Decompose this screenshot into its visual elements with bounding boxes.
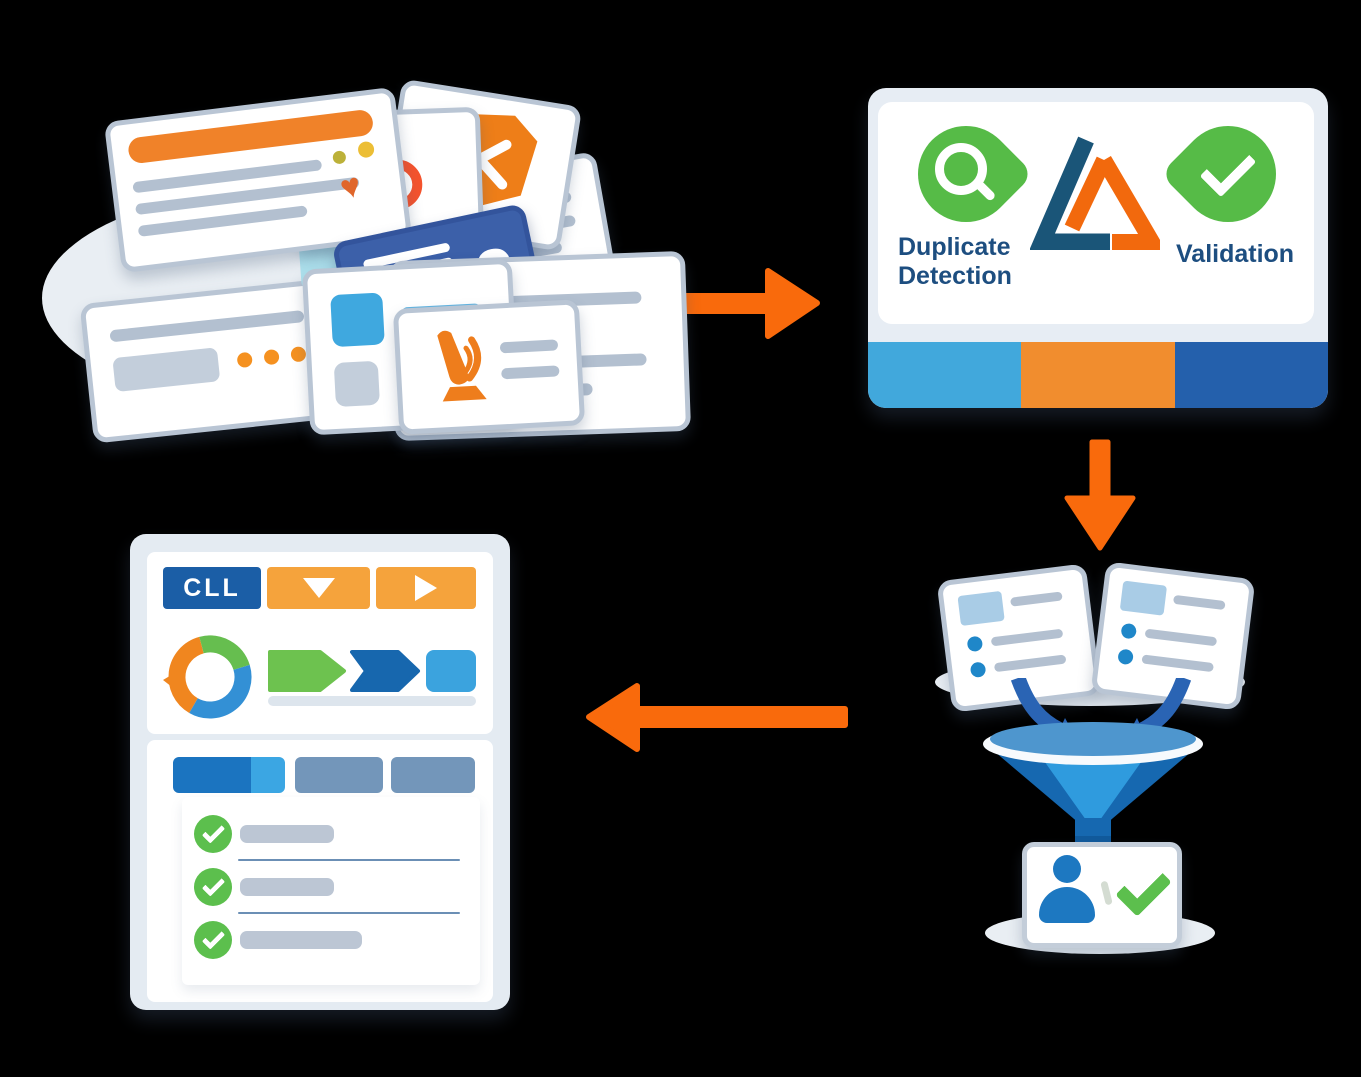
pipeline-step-blue bbox=[426, 650, 476, 692]
logo-text: CLL bbox=[183, 573, 241, 602]
check-icon bbox=[1180, 126, 1276, 222]
duplicate-detection-label: Duplicate Detection bbox=[898, 233, 1012, 290]
triangle-company-logo bbox=[1030, 136, 1160, 250]
row-separator bbox=[238, 912, 460, 914]
orange-dot bbox=[236, 351, 253, 369]
tab-active-dark bbox=[173, 757, 251, 793]
bullet-dot bbox=[969, 661, 987, 679]
tab-2 bbox=[295, 757, 383, 793]
check-icon bbox=[1115, 860, 1172, 917]
text-line bbox=[501, 365, 560, 380]
arrow-down-icon bbox=[1064, 439, 1136, 551]
photo-box bbox=[957, 590, 1005, 626]
text-line bbox=[109, 310, 305, 343]
bullet-dot bbox=[966, 635, 984, 653]
pipeline-step-green bbox=[268, 650, 346, 692]
sync-donut-chart bbox=[163, 635, 252, 719]
field-box bbox=[112, 347, 221, 393]
orange-dot bbox=[290, 346, 307, 363]
check-circle-icon bbox=[194, 815, 232, 853]
text-line bbox=[499, 339, 559, 354]
photo-box bbox=[1119, 580, 1168, 616]
text-line bbox=[1010, 591, 1063, 607]
check-circle-icon bbox=[194, 868, 232, 906]
check-circle-icon bbox=[194, 921, 232, 959]
bullet-dot bbox=[1117, 648, 1134, 666]
play-icon bbox=[415, 575, 437, 601]
checklist-item-bar bbox=[240, 878, 334, 896]
checklist-item-bar bbox=[240, 931, 362, 949]
check-leaf-badge bbox=[1160, 106, 1296, 242]
tab-active-light bbox=[251, 757, 285, 793]
color-strip bbox=[868, 342, 1328, 408]
orange-plant-logo-card bbox=[392, 299, 586, 435]
tab-active bbox=[173, 757, 285, 793]
person-body bbox=[1039, 887, 1095, 923]
blue-tile bbox=[330, 292, 385, 348]
plant-logo-icon bbox=[437, 330, 487, 402]
funnel-icon bbox=[983, 722, 1203, 844]
person-icon bbox=[1053, 855, 1081, 883]
merged-record-card bbox=[1022, 842, 1182, 948]
dropdown-chip bbox=[267, 567, 370, 609]
logo-chip: CLL bbox=[163, 567, 261, 609]
text-line bbox=[1172, 594, 1226, 611]
pipeline-shadow bbox=[268, 696, 476, 706]
validation-label: Validation bbox=[1176, 240, 1295, 268]
gray-tile bbox=[333, 360, 380, 408]
arrow-left-icon bbox=[586, 683, 848, 752]
text-line bbox=[990, 628, 1064, 647]
magnifier-icon bbox=[918, 126, 1014, 222]
orange-dot bbox=[263, 348, 280, 366]
strip-segment-light-blue bbox=[868, 342, 1022, 408]
strip-segment-orange bbox=[1021, 342, 1175, 408]
chevron-down-icon bbox=[302, 578, 335, 598]
play-chip bbox=[376, 567, 476, 609]
heart-icon: ♥ bbox=[335, 165, 366, 208]
pipeline-step-navy bbox=[350, 650, 420, 692]
olive-dot bbox=[332, 150, 347, 165]
checklist-item-bar bbox=[240, 825, 334, 843]
tick-mark bbox=[1100, 880, 1113, 906]
checklist-card bbox=[182, 797, 480, 985]
text-line bbox=[1141, 654, 1214, 673]
magnifier-leaf-badge bbox=[898, 106, 1034, 242]
tab-3 bbox=[391, 757, 475, 793]
yellow-dot bbox=[357, 140, 376, 159]
strip-segment-dark-blue bbox=[1174, 342, 1328, 408]
text-line bbox=[1144, 628, 1218, 647]
bullet-dot bbox=[1120, 622, 1138, 640]
row-separator bbox=[238, 859, 460, 861]
text-line bbox=[993, 654, 1067, 673]
